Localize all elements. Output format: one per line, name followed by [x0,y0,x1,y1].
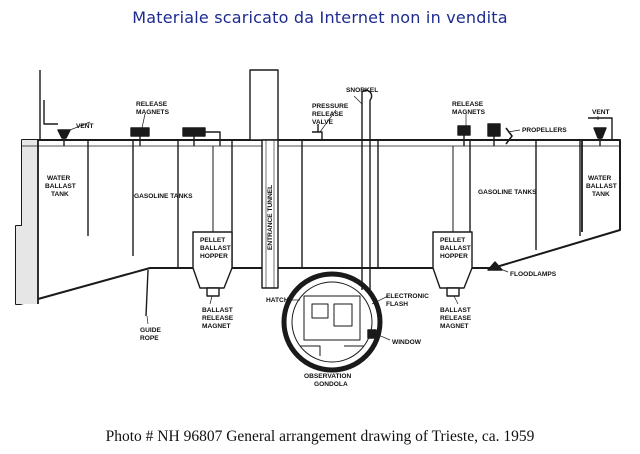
label-propellers: PROPELLERS [522,127,567,134]
label-hatch: HATCH [266,297,289,304]
label-water-ballast-left-2: BALLAST [45,183,76,190]
label-window: WINDOW [392,339,422,346]
snorkel-pipe [361,92,371,290]
label-hopper-right-3: HOPPER [440,253,468,260]
label-water-ballast-right-2: BALLAST [586,183,617,190]
vent-left-icon [57,129,71,139]
label-gondola-1: OBSERVATION [304,373,351,380]
label-gondola-2: GONDOLA [314,381,348,388]
hull-outline [15,139,621,305]
propeller-icon [505,127,513,145]
label-pressure-valve-2: RELEASE [312,111,344,118]
observation-gondola-inner [291,281,373,363]
label-electronic-flash-1: ELECTRONIC [386,293,429,300]
release-magnet-left-pipe [139,131,221,146]
label-hopper-left-1: PELLET [200,237,225,244]
bow-shading [16,140,38,304]
pellet-hopper-left [192,231,233,289]
label-pressure-valve-3: VALVE [312,119,334,126]
label-gasoline-tanks-right: GASOLINE TANKS [478,189,537,196]
label-ballast-magnet-right-3: MAGNET [440,323,469,330]
watermark-text: Materiale scaricato da Internet non in v… [132,8,508,27]
label-water-ballast-left-3: TANK [51,191,69,198]
label-electronic-flash-2: FLASH [386,301,408,308]
photo-caption: Photo # NH 96807 General arrangement dra… [105,428,535,445]
label-entrance-tunnel: ENTRANCE TUNNEL [267,185,274,250]
label-ballast-magnet-right-1: BALLAST [440,307,471,314]
conning-tower [249,69,279,141]
label-water-ballast-right-3: TANK [592,191,610,198]
hopper-right-neck [446,287,460,297]
release-magnet-right-2 [487,123,501,137]
label-water-ballast-left-1: WATER [47,175,71,182]
label-snorkel: SNORKEL [346,87,378,94]
label-floodlamps: FLOODLAMPS [510,271,557,278]
hopper-left-neck [206,287,220,297]
release-magnet-right-pipe [463,135,495,146]
label-ballast-magnet-left-3: MAGNET [202,323,231,330]
label-ballast-magnet-left-1: BALLAST [202,307,233,314]
pellet-hopper-right [432,231,473,289]
label-hopper-right-1: PELLET [440,237,465,244]
label-hopper-right-2: BALLAST [440,245,471,252]
label-ballast-magnet-left-2: RELEASE [202,315,234,322]
gondola-seats [300,345,364,356]
label-ballast-magnet-right-2: RELEASE [440,315,472,322]
gondola-equipment [303,295,361,341]
label-hopper-left-2: BALLAST [200,245,231,252]
label-guide-rope-1: GUIDE [140,327,161,334]
release-magnet-left-2 [182,127,206,137]
release-magnet-right-1 [457,125,471,136]
label-vent-left: VENT [76,123,94,130]
release-magnet-left-1 [130,127,150,137]
label-release-magnets-right-2: MAGNETS [452,109,486,116]
vent-right-pipe [588,117,613,146]
snorkel-top [361,89,373,101]
label-release-magnets-left-1: RELEASE [136,101,168,108]
observation-gondola-outer [281,271,383,373]
pressure-release-valve [312,124,323,140]
label-guide-rope-2: ROPE [140,335,159,342]
vent-right-icon [593,127,607,139]
label-water-ballast-right-1: WATER [588,175,612,182]
gondola-window [367,329,377,339]
guide-rope [145,269,149,317]
label-vent-right: VENT [592,109,610,116]
label-release-magnets-left-2: MAGNETS [136,109,170,116]
label-hopper-left-3: HOPPER [200,253,228,260]
vent-left-mast [39,70,58,140]
label-release-magnets-right-1: RELEASE [452,101,484,108]
label-gasoline-tanks-left: GASOLINE TANKS [134,193,193,200]
label-pressure-valve-1: PRESSURE [312,103,349,110]
